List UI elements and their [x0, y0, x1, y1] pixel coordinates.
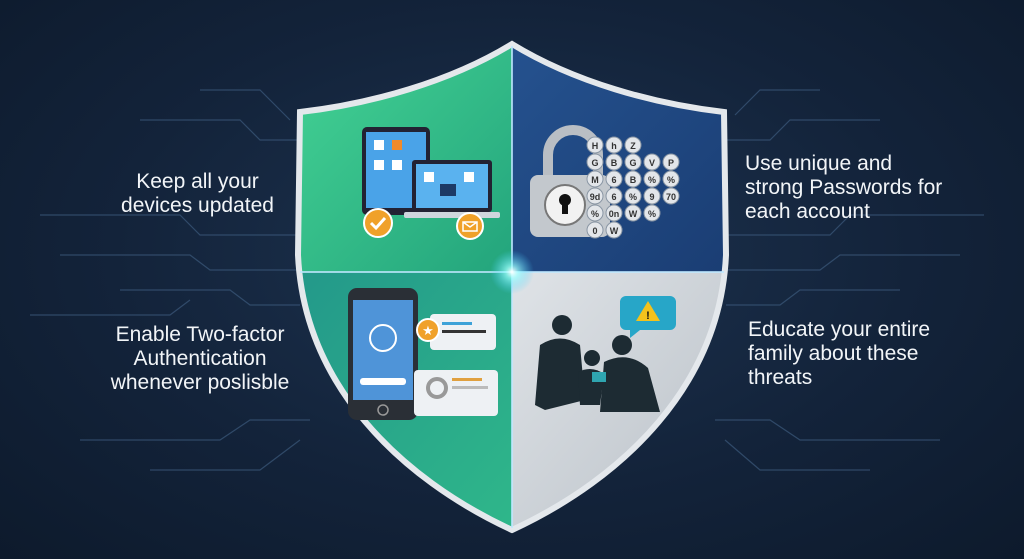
password-glyph: M [591, 175, 599, 185]
password-glyph-bubble [624, 187, 642, 205]
password-glyph: 6 [611, 175, 616, 185]
password-glyph-bubble [605, 204, 623, 222]
password-glyph: Z [630, 141, 636, 151]
password-glyph: V [649, 158, 655, 168]
password-glyph: % [629, 192, 637, 202]
password-glyph: % [648, 209, 656, 219]
password-glyph: B [611, 158, 618, 168]
tip-family: Educate your entire family about these t… [748, 318, 931, 389]
svg-text:!: ! [646, 310, 650, 322]
password-glyph-bubble [586, 204, 604, 222]
password-glyph: % [667, 175, 675, 185]
password-glyph: G [629, 158, 636, 168]
password-glyph-bubble [643, 187, 661, 205]
password-glyph: G [591, 158, 598, 168]
password-glyph: H [592, 141, 599, 151]
smartphone-icon: ★ [348, 288, 498, 420]
tip-passwords: Use unique and strong Passwords for each… [745, 152, 943, 223]
password-glyph: W [629, 209, 638, 219]
password-glyph: 9 [649, 192, 654, 202]
password-glyph: 0n [609, 209, 620, 219]
password-glyph-bubble [624, 204, 642, 222]
password-glyph-bubble [605, 136, 623, 154]
tip-devices: Keep all your devices updated [121, 170, 274, 217]
password-glyph-bubble [643, 153, 661, 171]
password-glyph-bubble [662, 153, 680, 171]
password-glyph: h [611, 141, 617, 151]
password-glyph: 0 [592, 226, 597, 236]
family-icon [535, 315, 660, 412]
password-glyph-bubble [586, 221, 604, 239]
password-glyph-bubble [624, 136, 642, 154]
devices-icon [362, 127, 500, 240]
tip-twofactor: Enable Two-factor Authentication wheneve… [110, 323, 290, 394]
password-glyph: 6 [611, 192, 616, 202]
password-glyph-bubble [643, 204, 661, 222]
password-glyph-bubble [662, 187, 680, 205]
shield-outline [294, 40, 730, 534]
password-glyph: 9d [590, 192, 601, 202]
password-glyph: B [630, 175, 637, 185]
password-glyph-bubble [605, 170, 623, 188]
password-glyph-bubble [586, 136, 604, 154]
password-glyph: P [668, 158, 674, 168]
password-glyph-bubble [605, 187, 623, 205]
password-glyph: % [591, 209, 599, 219]
password-glyph-bubble [586, 187, 604, 205]
password-glyph-bubble [643, 170, 661, 188]
password-glyph-bubble [624, 170, 642, 188]
password-glyph-bubble [662, 170, 680, 188]
password-glyph-bubble [624, 153, 642, 171]
warning-icon: ! [620, 296, 676, 338]
circuit-lines [30, 89, 984, 471]
svg-text:★: ★ [422, 323, 434, 338]
password-glyph: W [610, 226, 619, 236]
password-glyph-bubble [586, 153, 604, 171]
password-glyph-bubble [605, 153, 623, 171]
password-glyph: % [648, 175, 656, 185]
password-glyph-bubble [586, 170, 604, 188]
password-glyph-bubble [605, 221, 623, 239]
password-glyph: 70 [666, 192, 676, 202]
